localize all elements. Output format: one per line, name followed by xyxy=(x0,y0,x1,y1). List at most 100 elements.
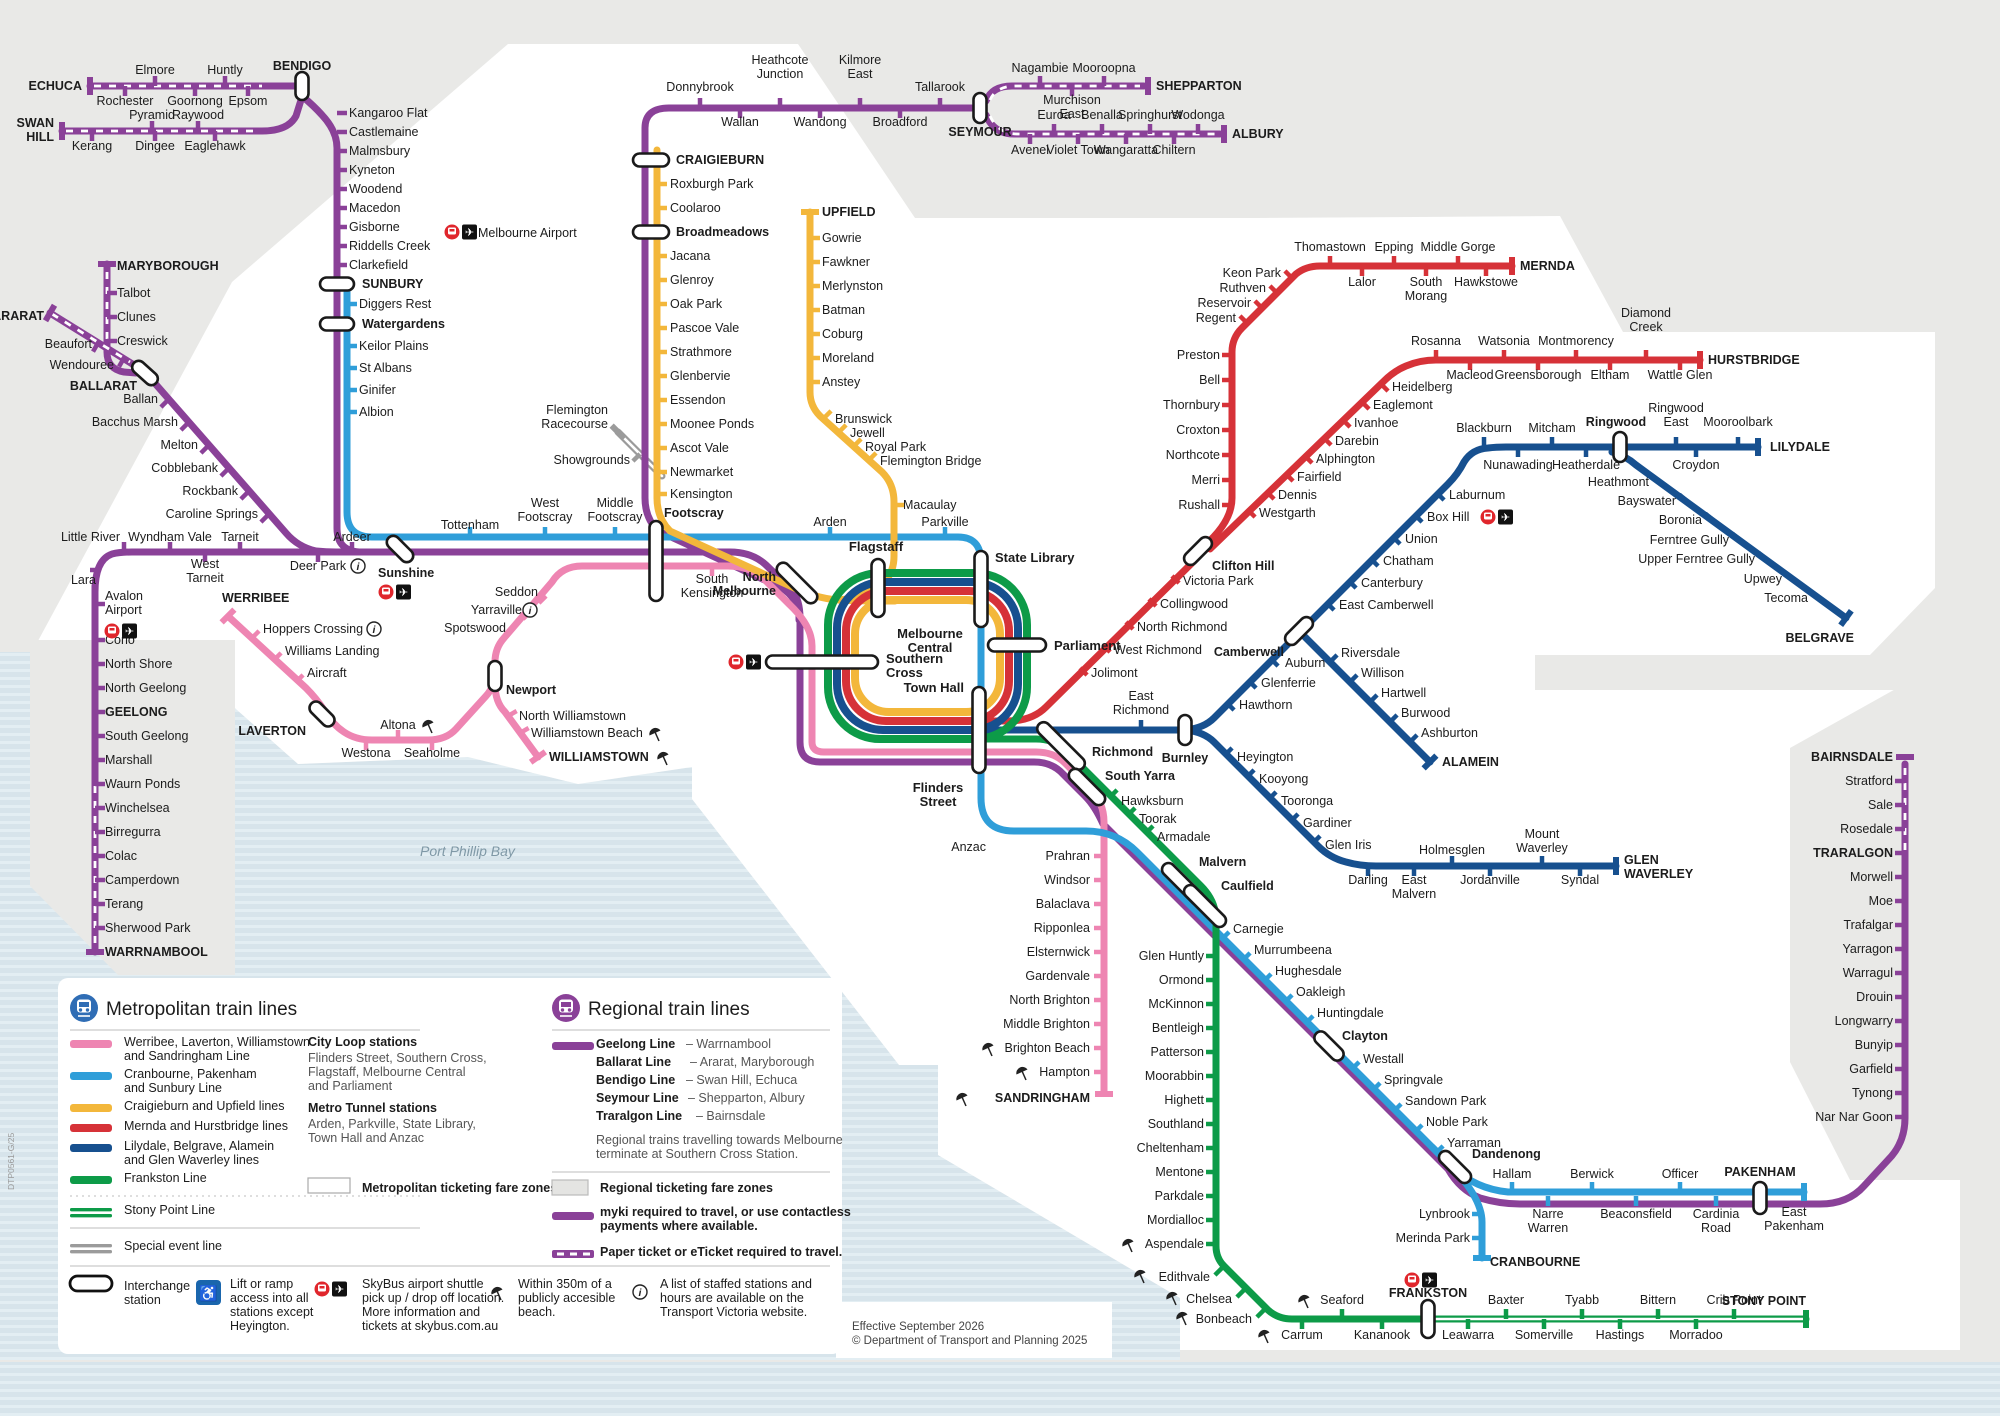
station-label: Darling xyxy=(1348,873,1388,887)
station-tick xyxy=(1371,1081,1382,1092)
station-label: – Shepparton, Albury xyxy=(688,1091,805,1105)
station-label: Greensborough xyxy=(1495,368,1582,382)
line-mernda-city xyxy=(971,559,1196,725)
svg-text:✈: ✈ xyxy=(335,1284,344,1296)
line-hurstbridge-line xyxy=(1206,356,1704,553)
interchange-station xyxy=(972,91,988,125)
station-label: Richmond xyxy=(1092,745,1153,759)
station-tick xyxy=(259,513,270,524)
station-label: Port Phillip Bay xyxy=(420,843,516,859)
info-icon: i xyxy=(522,602,538,618)
line-seymour-city xyxy=(641,146,803,624)
station-label: Tottenham xyxy=(441,518,499,532)
station-label: Toorak xyxy=(1139,812,1177,826)
station-label: Melton xyxy=(160,438,198,452)
paper-ticket-overlay xyxy=(51,312,131,364)
station-label: Mentone xyxy=(1155,1165,1204,1179)
station-label: © Department of Transport and Planning 2… xyxy=(852,1335,1087,1347)
station-label: Gowrie xyxy=(822,231,862,245)
station-label: Dennis xyxy=(1278,488,1317,502)
paper-ticket-overlay xyxy=(988,115,1216,136)
station-label: Sunshine xyxy=(378,566,434,580)
station-label: Tarneit xyxy=(221,530,259,544)
station-label: Heyington. xyxy=(230,1319,290,1333)
station-label: Lift or ramp xyxy=(230,1277,293,1291)
station-label: Moorabbin xyxy=(1145,1069,1204,1083)
station-label: Bonbeach xyxy=(1196,1312,1252,1326)
station-label: Coburg xyxy=(822,327,863,341)
station-label: Nunawading xyxy=(1483,458,1553,472)
interchange-station xyxy=(631,152,671,168)
station-tick xyxy=(822,409,833,420)
station-label: tickets at skybus.com.au xyxy=(362,1319,498,1333)
station-label: Syndal xyxy=(1561,873,1599,887)
station-label: Chatham xyxy=(1383,554,1434,568)
station-label: Roxburgh Park xyxy=(670,177,754,191)
station-label: Wangaratta xyxy=(1094,143,1158,157)
station-label: Northcote xyxy=(1166,448,1220,462)
station-tick xyxy=(1435,491,1446,502)
station-tick xyxy=(294,673,305,684)
station-label: Geelong Line xyxy=(596,1037,675,1051)
station-tick xyxy=(518,726,530,735)
station-label: Hampton xyxy=(1039,1065,1090,1079)
station-tick xyxy=(1677,492,1689,503)
station-tick xyxy=(1388,713,1399,724)
beach-icon xyxy=(491,1286,503,1301)
beach-icon xyxy=(1122,1238,1134,1253)
station-tick xyxy=(1392,1102,1403,1113)
station-label: Tecoma xyxy=(1764,591,1808,605)
station-label: Aspendale xyxy=(1145,1237,1204,1251)
station-label: Moonee Ponds xyxy=(670,417,754,431)
station-label: Moreland xyxy=(822,351,874,365)
station-label: Drouin xyxy=(1856,990,1893,1004)
station-tick xyxy=(1325,601,1336,612)
station-label: Hoppers Crossing xyxy=(263,622,363,636)
station-label: Chiltern xyxy=(1152,143,1195,157)
station-label: Box Hill xyxy=(1427,510,1469,524)
station-label: South Yarra xyxy=(1105,769,1176,783)
station-label: St Albans xyxy=(359,361,412,375)
station-tick xyxy=(867,451,878,462)
station-label: Eltham xyxy=(1591,368,1630,382)
beach-icon xyxy=(657,751,669,766)
station-tick xyxy=(1269,657,1280,668)
station-label: Lynbrook xyxy=(1419,1207,1471,1221)
station-label: Tyabb xyxy=(1565,1293,1599,1307)
station-label: – Bairnsdale xyxy=(696,1109,766,1123)
station-tick xyxy=(1170,574,1181,585)
legend-zone-chip xyxy=(307,1177,351,1194)
station-label: Macaulay xyxy=(903,498,957,512)
station-tick xyxy=(1283,269,1294,280)
station-label: STONY POINT xyxy=(1722,1294,1807,1308)
station-label: Blackburn xyxy=(1456,421,1512,435)
station-label: More information and xyxy=(362,1305,480,1319)
station-label: Clayton xyxy=(1342,1029,1388,1043)
station-label: Patterson xyxy=(1150,1045,1204,1059)
station-label: Morwell xyxy=(1850,870,1893,884)
station-label: Parkville xyxy=(921,515,968,529)
station-label: Hawthorn xyxy=(1239,698,1293,712)
station-label: Riversdale xyxy=(1341,646,1400,660)
station-tick xyxy=(1225,701,1236,712)
station-label: Holmesglen xyxy=(1419,843,1485,857)
terminus-bar xyxy=(42,303,58,323)
station-label: Middle Gorge xyxy=(1420,240,1495,254)
interchange-station xyxy=(1182,883,1228,929)
station-label: BELGRAVE xyxy=(1785,631,1854,645)
terminus-bar xyxy=(609,423,627,441)
station-label: Berwick xyxy=(1570,1167,1615,1181)
station-label: BENDIGO xyxy=(273,59,332,73)
station-label: Talbot xyxy=(117,286,151,300)
line-alamein-branch xyxy=(1301,633,1434,766)
skybus-icon: ✈ xyxy=(728,654,761,670)
station-label: Southland xyxy=(1148,1117,1204,1131)
station-label: Stony Point Line xyxy=(124,1203,215,1217)
station-label: Baxter xyxy=(1488,1293,1524,1307)
